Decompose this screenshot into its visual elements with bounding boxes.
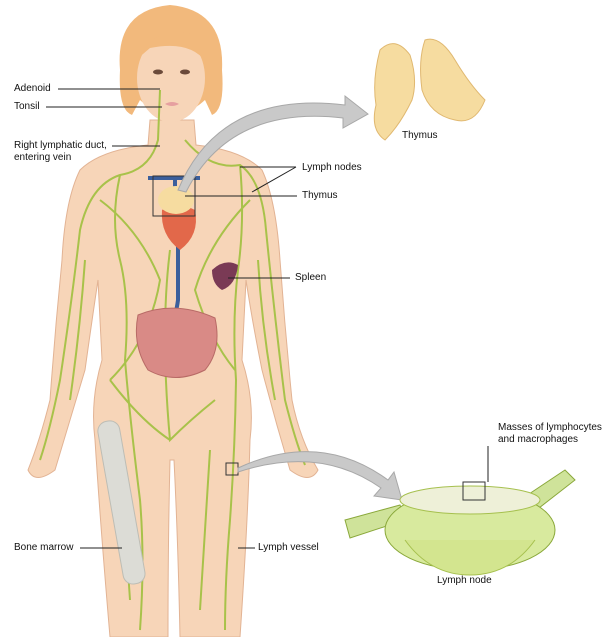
label-thymus-inset: Thymus — [402, 130, 438, 141]
label-bone-marrow: Bone marrow — [14, 542, 74, 553]
label-right-lymphatic-duct-2: entering vein — [14, 152, 72, 163]
bone-marrow-femur — [97, 420, 146, 585]
arrow-to-lymph-node — [237, 451, 403, 501]
label-masses-of-lymphocytes-2: and macrophages — [498, 434, 579, 445]
lymph-vessels — [39, 89, 306, 631]
label-lymph-node-inset: Lymph node — [437, 575, 492, 586]
label-lymph-vessel: Lymph vessel — [258, 542, 319, 553]
thymus-organ — [158, 186, 194, 214]
head — [119, 5, 223, 122]
label-right-lymphatic-duct: Right lymphatic duct, — [14, 140, 107, 151]
lymph-node-inset — [344, 469, 576, 576]
label-tonsil: Tonsil — [14, 101, 40, 112]
label-spleen: Spleen — [295, 272, 327, 283]
intestines — [135, 307, 218, 378]
arrow-to-thymus — [177, 94, 369, 193]
spleen-organ — [212, 262, 238, 290]
label-adenoid: Adenoid — [14, 83, 51, 94]
masses-highlight-box — [462, 481, 486, 501]
body-silhouette — [27, 119, 319, 637]
thymus-inset — [373, 38, 486, 141]
leader-lines — [46, 88, 489, 549]
label-thymus: Thymus — [302, 190, 338, 201]
label-masses-of-lymphocytes: Masses of lymphocytes — [498, 422, 602, 433]
label-lymph-nodes: Lymph nodes — [302, 162, 362, 173]
